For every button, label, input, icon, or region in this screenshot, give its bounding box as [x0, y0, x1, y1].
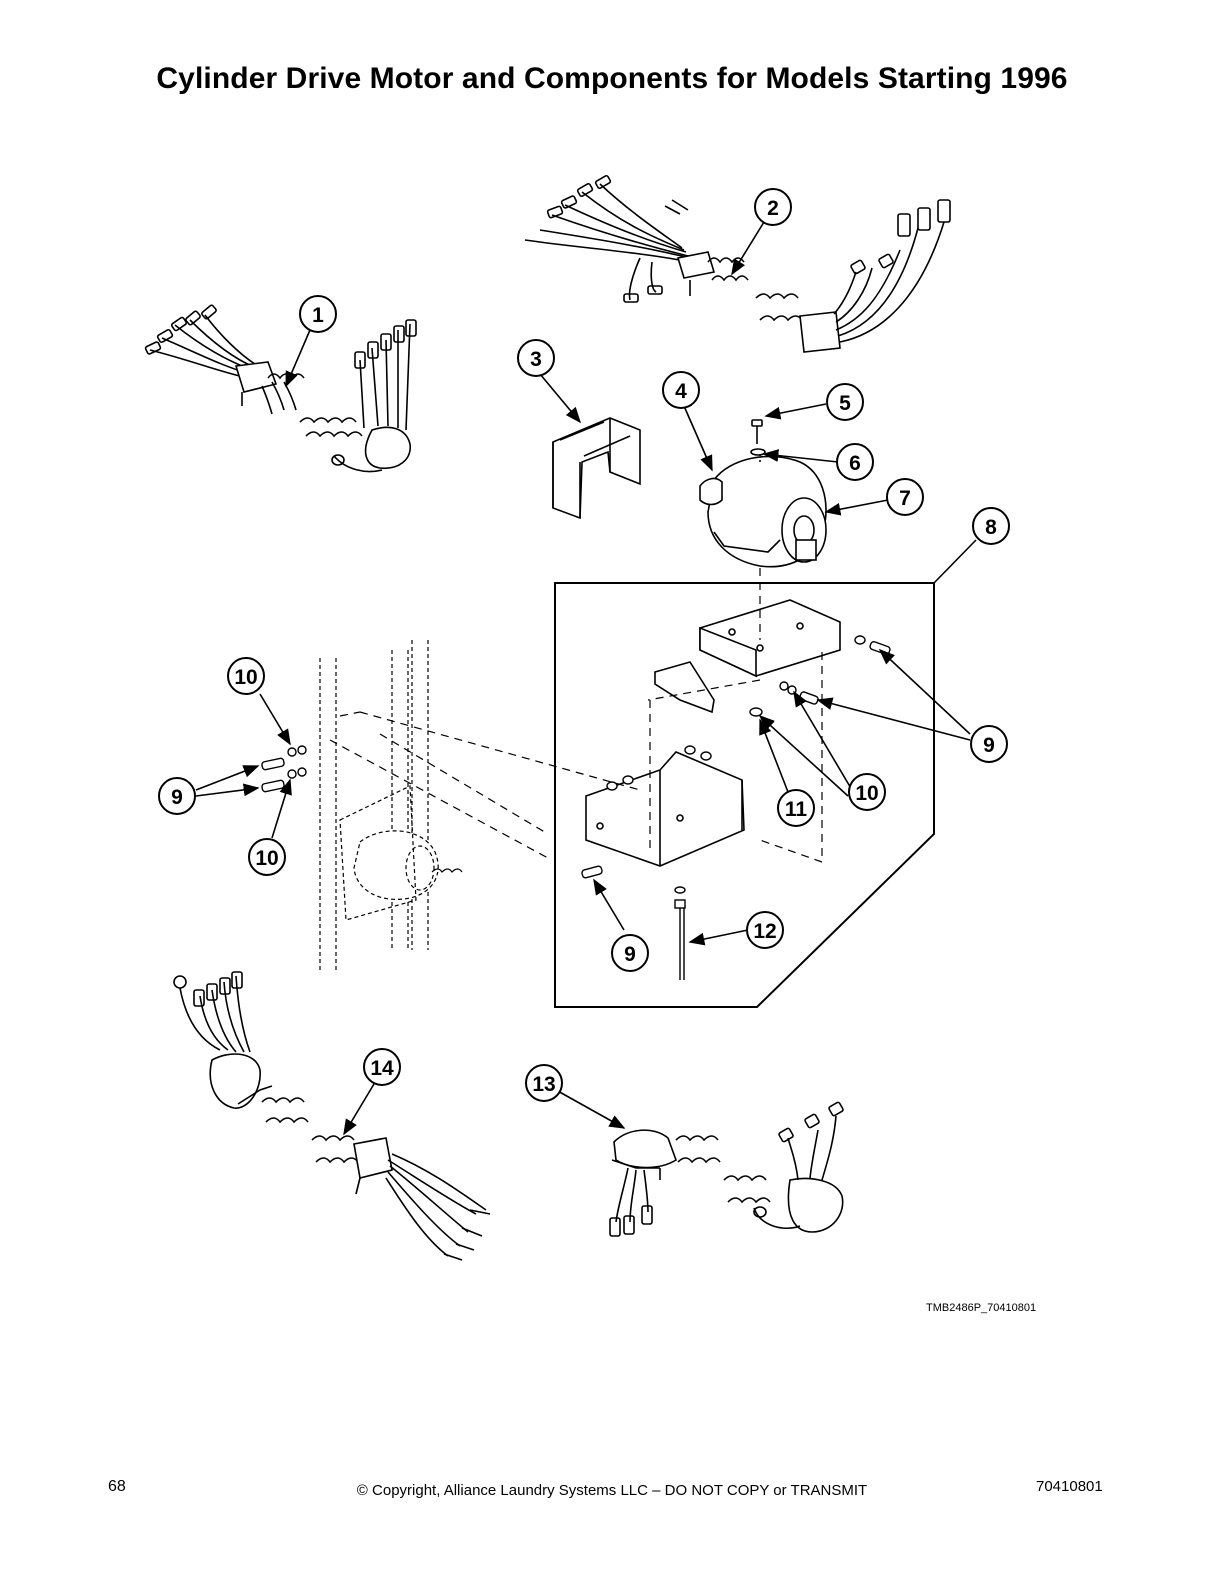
callout-9-right: 9 — [970, 725, 1008, 763]
callout-7: 7 — [886, 478, 924, 516]
callout-9-left: 9 — [158, 777, 196, 815]
page-title: Cylinder Drive Motor and Components for … — [156, 62, 1068, 95]
svg-text:13: 13 — [532, 1073, 555, 1096]
copyright-notice: © Copyright, Alliance Laundry Systems LL… — [356, 1482, 868, 1499]
svg-text:9: 9 — [171, 786, 183, 809]
cabinet-frame — [319, 640, 429, 970]
callout-3: 3 — [517, 339, 555, 377]
drive-motor — [699, 419, 827, 568]
callout-9-bottom: 9 — [611, 934, 649, 972]
callout-13: 13 — [525, 1064, 563, 1102]
callout-1: 1 — [299, 295, 337, 333]
leader-lines — [195, 221, 971, 1136]
svg-text:11: 11 — [785, 798, 808, 821]
wire-harness-14 — [173, 971, 491, 1261]
svg-text:8: 8 — [985, 516, 997, 539]
svg-text:3: 3 — [530, 348, 542, 371]
callout-11: 11 — [777, 789, 815, 827]
callout-10-lower-left: 10 — [248, 838, 286, 876]
svg-text:10: 10 — [855, 782, 878, 805]
svg-text:10: 10 — [255, 847, 278, 870]
callout-2: 2 — [754, 188, 792, 226]
svg-text:2: 2 — [767, 197, 779, 220]
svg-text:9: 9 — [983, 734, 995, 757]
hidden-lines — [329, 568, 823, 863]
callout-6: 6 — [836, 443, 874, 481]
wire-harness-2 — [524, 174, 951, 353]
callout-12: 12 — [746, 911, 784, 949]
svg-text:6: 6 — [849, 452, 861, 475]
svg-text:1: 1 — [312, 304, 324, 327]
motor-in-cabinet — [339, 785, 463, 921]
callout-10-upper-left: 10 — [227, 657, 265, 695]
page-number: 68 — [108, 1478, 126, 1495]
callout-4: 4 — [662, 371, 700, 409]
svg-text:9: 9 — [624, 943, 636, 966]
svg-text:14: 14 — [370, 1057, 394, 1080]
wire-harness-13 — [609, 1101, 844, 1237]
assembly-group-outline — [554, 582, 935, 1008]
left-hardware — [261, 745, 307, 793]
figure-id: TMB2486P_70410801 — [926, 1302, 1037, 1314]
motor-mount-bracket — [585, 599, 841, 867]
callout-8: 8 — [972, 507, 1010, 545]
svg-text:12: 12 — [753, 920, 776, 943]
callout-10-right: 10 — [848, 773, 886, 811]
svg-text:10: 10 — [234, 666, 257, 689]
svg-text:4: 4 — [675, 380, 687, 403]
motor-cover — [552, 417, 641, 520]
callout-5: 5 — [826, 383, 864, 421]
callouts: 1 2 3 4 5 6 7 8 9 10 11 10 9 10 9 1 — [158, 188, 1010, 1102]
callout-14: 14 — [363, 1048, 401, 1086]
svg-text:7: 7 — [899, 487, 911, 510]
svg-text:5: 5 — [839, 392, 851, 415]
wire-harness-1 — [144, 304, 417, 473]
document-number: 70410801 — [1036, 1478, 1103, 1495]
